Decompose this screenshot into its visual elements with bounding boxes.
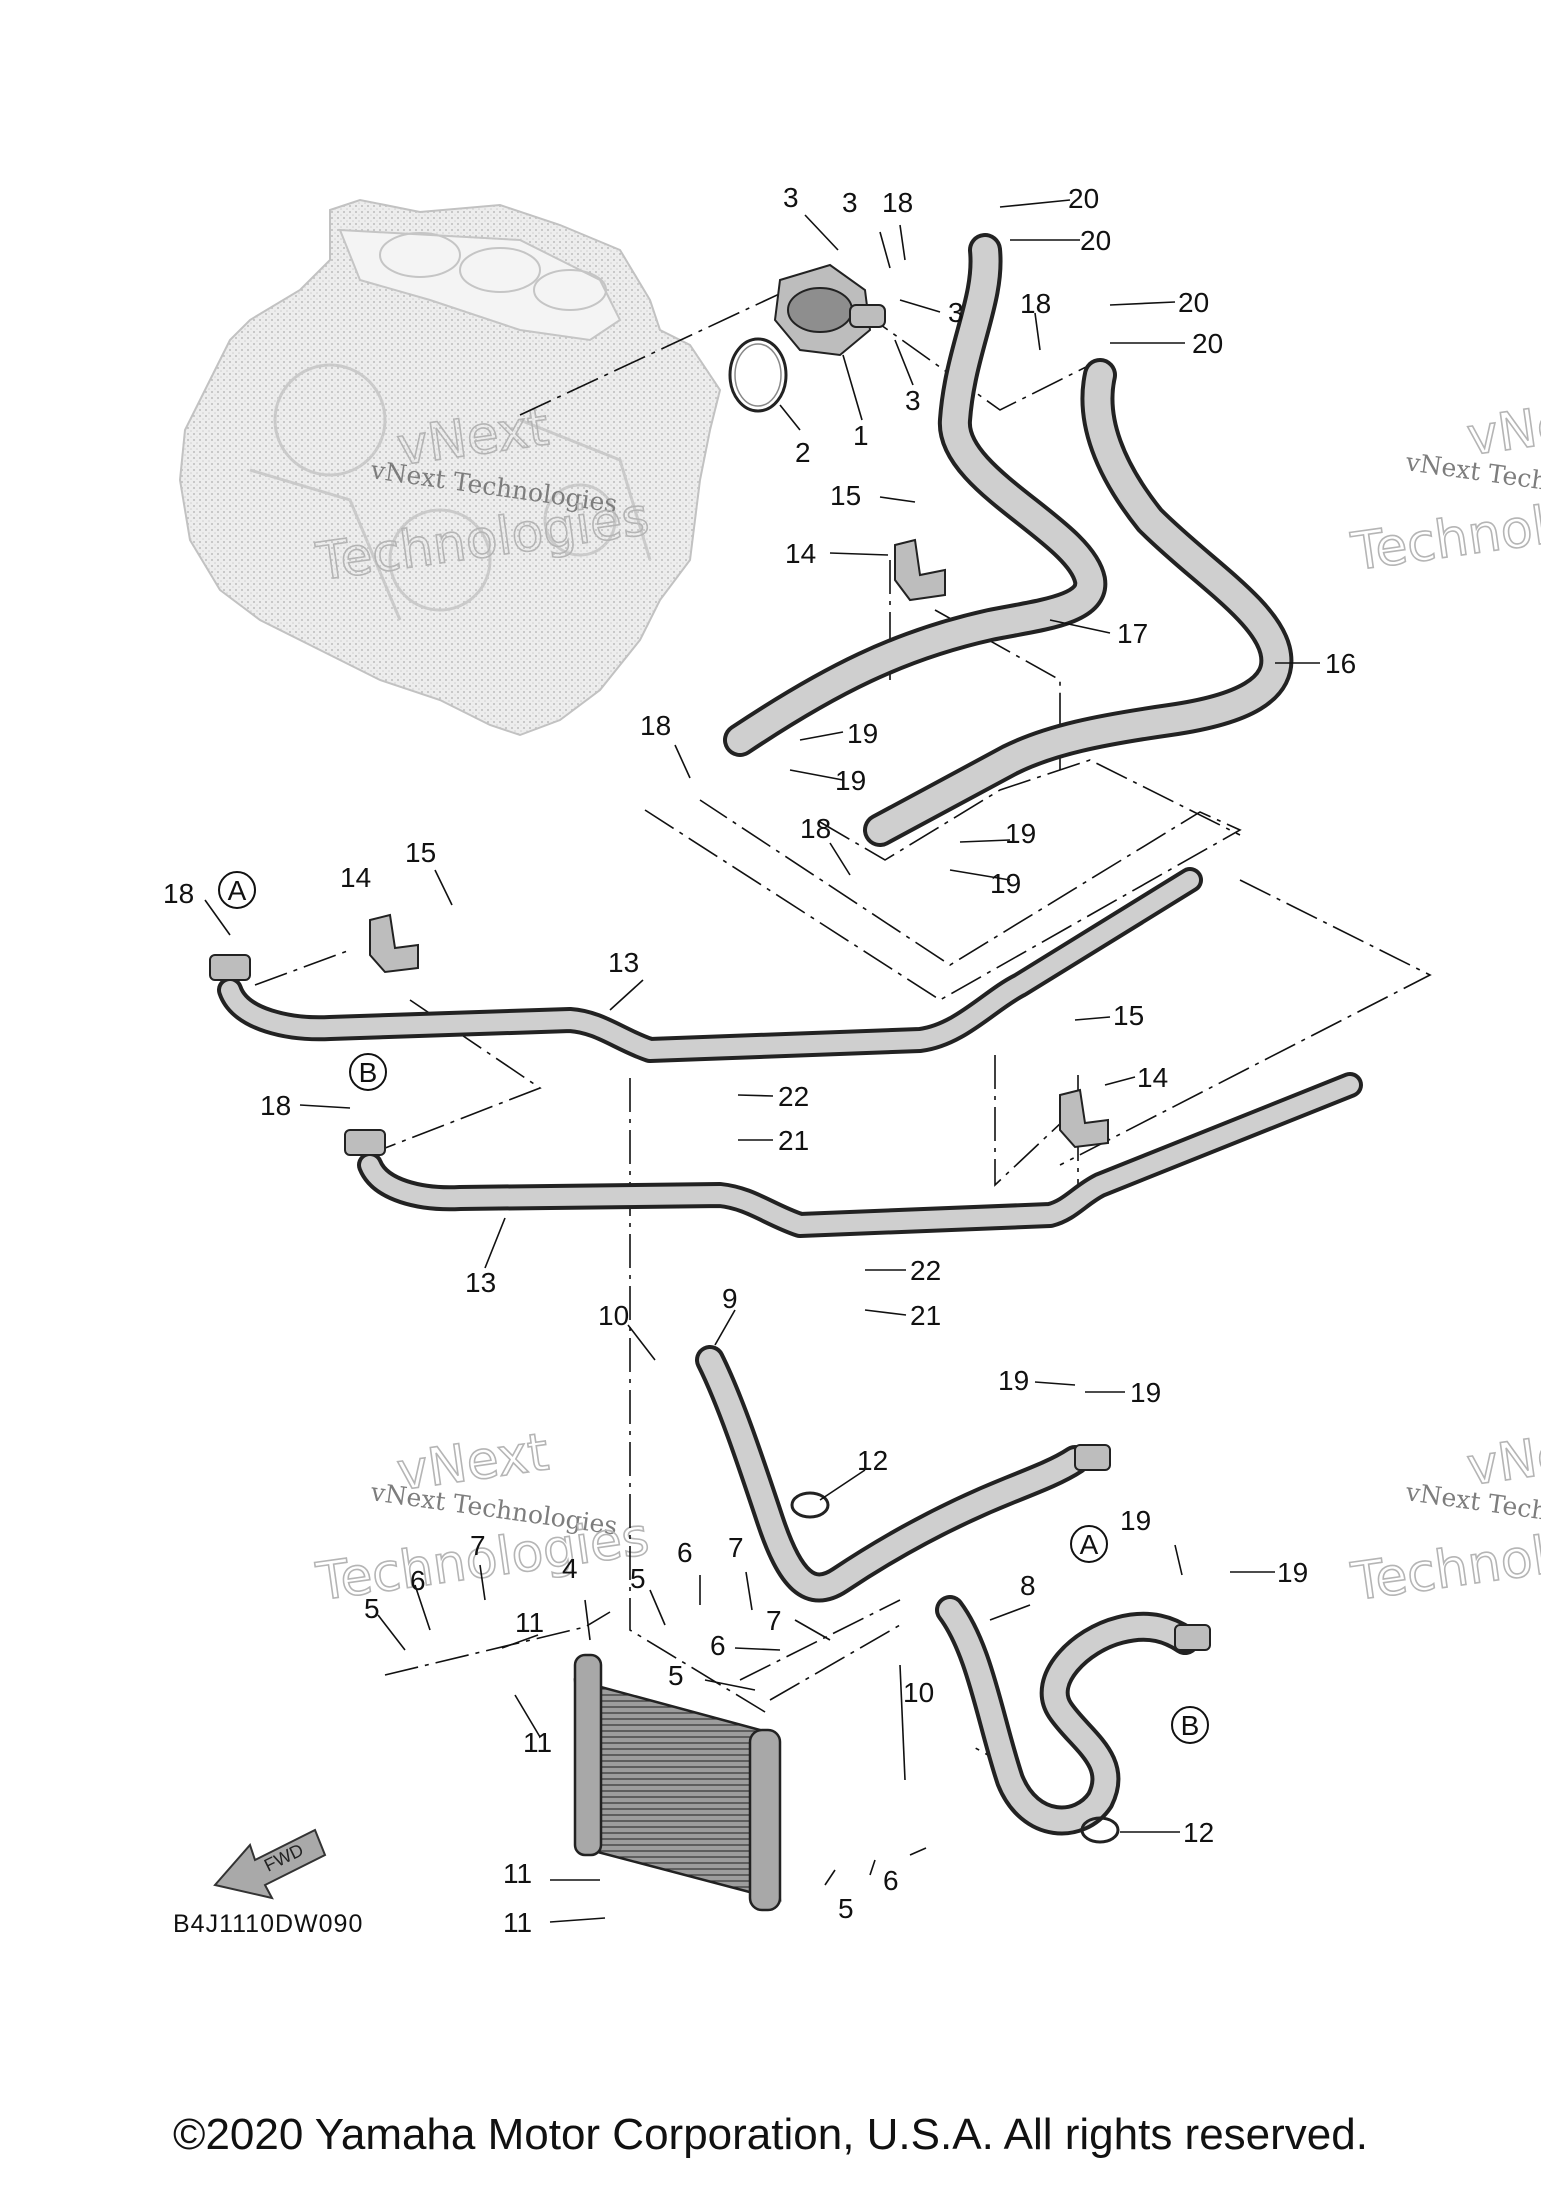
callout-14: 14 [1137,1062,1168,1093]
pipe-13-upper [217,867,1203,1063]
callout-11: 11 [515,1607,544,1638]
callout-13: 13 [465,1267,496,1298]
callout-15: 15 [1113,1000,1144,1031]
callout-11: 11 [503,1858,532,1889]
callout-9: 9 [722,1283,738,1314]
bracket-14 [894,538,946,602]
hose-8 [935,1595,1200,1836]
svg-text:vNext: vNext [1463,1417,1541,1498]
svg-text:vNext: vNext [393,1422,552,1503]
callout-20: 20 [1192,328,1223,359]
callout-19: 19 [835,765,866,796]
hose-17 [723,233,1108,757]
callout-18: 18 [163,878,194,909]
callout-20: 20 [1178,287,1209,318]
callout-19: 19 [998,1365,1029,1396]
callout-3: 3 [905,385,921,416]
callout-5: 5 [364,1593,380,1624]
callout-15: 15 [830,480,861,511]
hose-clamp [1080,1816,1120,1844]
callout-16: 16 [1325,648,1356,679]
callout-3: 3 [842,187,858,218]
callout-22: 22 [778,1081,809,1112]
hose-clamp [790,1491,830,1519]
oil-cooler [573,1653,782,1912]
callout-21: 21 [910,1300,941,1331]
callout-6: 6 [710,1630,726,1661]
svg-text:B: B [1181,1710,1200,1741]
bracket-14 [369,913,419,974]
fwd-arrow-icon: FWD [213,1828,327,1900]
flange [344,1129,386,1156]
callout-12: 12 [1183,1817,1214,1848]
callout-19: 19 [1277,1557,1308,1588]
svg-text:Technologies: Technologies [1347,477,1541,583]
callout-22: 22 [910,1255,941,1286]
callout-12: 12 [857,1445,888,1476]
callout-18: 18 [1020,288,1051,319]
drawing-code: B4J1110DW090 [173,1910,363,1938]
copyright-notice: ©2020 Yamaha Motor Corporation, U.S.A. A… [173,2110,1368,2159]
callout-15: 15 [405,837,436,868]
callout-3: 3 [783,182,799,213]
callout-5: 5 [668,1660,684,1691]
hose-9 [695,1345,1090,1603]
flange [209,954,251,981]
callout-18: 18 [260,1090,291,1121]
reference-marker-b: B [349,1053,387,1091]
callout-18: 18 [882,187,913,218]
watermark-right-bottom: vNext Technologies vNext Technologies [1347,1417,1541,1614]
reference-marker-a: A [218,871,256,909]
pipe-13-lower [357,1072,1363,1238]
callout-19: 19 [1130,1377,1161,1408]
reference-marker-a: A [1070,1525,1108,1563]
callout-8: 8 [1020,1570,1036,1601]
callout-10: 10 [598,1300,629,1331]
callout-7: 7 [470,1530,486,1561]
callout-2: 2 [795,437,811,468]
callout-5: 5 [838,1893,854,1924]
flange [1174,1624,1211,1651]
svg-text:vNext: vNext [1463,387,1541,468]
o-ring [728,337,788,413]
callout-13: 13 [608,947,639,978]
callout-4: 4 [562,1553,578,1584]
callout-21: 21 [778,1125,809,1156]
callout-17: 17 [1117,618,1148,649]
callout-14: 14 [785,538,816,569]
callout-11: 11 [503,1907,532,1938]
callout-6: 6 [883,1865,899,1896]
callout-19: 19 [1005,818,1036,849]
svg-text:B: B [359,1057,378,1088]
reference-marker-b: B [1171,1706,1209,1744]
callout-7: 7 [728,1532,744,1563]
flange [1074,1444,1111,1471]
svg-text:A: A [1080,1529,1099,1560]
callout-3: 3 [948,297,964,328]
callout-18: 18 [800,813,831,844]
callout-6: 6 [677,1537,693,1568]
callout-20: 20 [1068,183,1099,214]
callout-18: 18 [640,710,671,741]
callout-14: 14 [340,862,371,893]
callout-7: 7 [766,1605,782,1636]
callout-19: 19 [990,868,1021,899]
leader-lines [204,199,1320,1923]
callout-19: 19 [847,718,878,749]
engine-block-illustration [178,198,722,737]
callout-19: 19 [1120,1505,1151,1536]
thermostat-housing [773,263,886,357]
bracket-14 [1059,1088,1109,1149]
svg-text:A: A [228,875,247,906]
svg-text:Technologies: Technologies [1347,1507,1541,1613]
callout-6: 6 [410,1565,426,1596]
callout-20: 20 [1080,225,1111,256]
hose-16 [863,358,1294,847]
watermark-right-top: vNext Technologies vNext Technologies [1347,387,1541,584]
callout-10: 10 [903,1677,934,1708]
callout-1: 1 [853,420,869,451]
callout-5: 5 [630,1563,646,1594]
callout-11: 11 [523,1727,552,1758]
